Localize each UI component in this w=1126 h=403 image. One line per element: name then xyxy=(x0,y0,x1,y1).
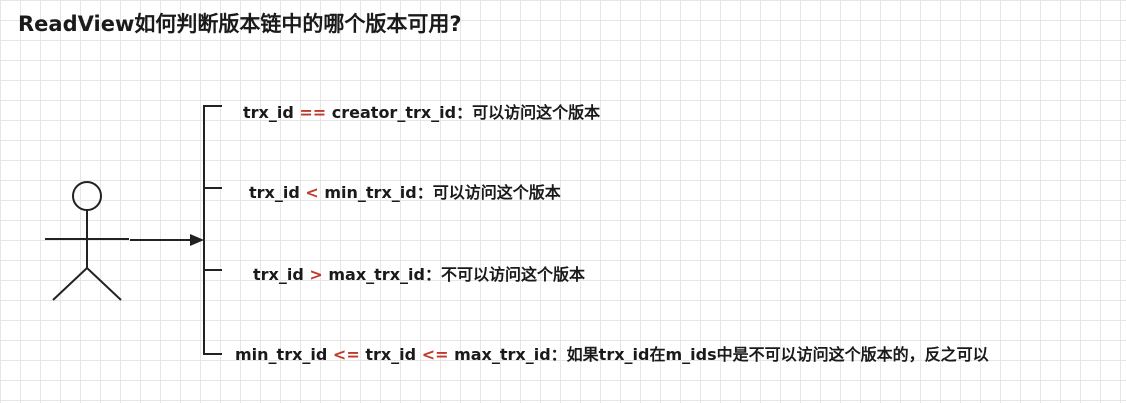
rule-operator: <= xyxy=(332,345,360,364)
rule-left: min_trx_id xyxy=(235,345,328,364)
rule-left: trx_id xyxy=(249,183,300,202)
rule-result: ：可以访问这个版本 xyxy=(416,183,561,202)
rule-greater-than-max: trx_id > max_trx_id：不可以访问这个版本 xyxy=(253,265,585,285)
rule-operator-2: <= xyxy=(421,345,449,364)
rule-result: ：不可以访问这个版本 xyxy=(424,265,585,284)
rule-operator: < xyxy=(305,183,319,202)
rule-equal-creator: trx_id == creator_trx_id：可以访问这个版本 xyxy=(243,103,600,123)
diagram-title: ReadView如何判断版本链中的哪个版本可用? xyxy=(18,12,462,36)
rule-operator: > xyxy=(309,265,323,284)
rule-right: min_trx_id xyxy=(324,183,417,202)
rule-right: max_trx_id xyxy=(328,265,425,284)
rule-result: ：可以访问这个版本 xyxy=(456,103,601,122)
rule-left: trx_id xyxy=(253,265,304,284)
arrow-right-icon xyxy=(130,234,204,246)
rule-right: creator_trx_id xyxy=(331,103,457,122)
rule-right: max_trx_id xyxy=(454,345,551,364)
rule-mid: trx_id xyxy=(365,345,417,364)
rule-between-min-max: min_trx_id <= trx_id <= max_trx_id：如果trx… xyxy=(235,345,989,365)
stick-figure-icon xyxy=(45,181,129,301)
rule-left: trx_id xyxy=(243,103,294,122)
rule-less-than-min: trx_id < min_trx_id：可以访问这个版本 xyxy=(249,183,561,203)
branch-bracket xyxy=(203,105,222,355)
rule-operator: == xyxy=(299,103,327,122)
rule-result: ：如果trx_id在m_ids中是不可以访问这个版本的，反之可以 xyxy=(550,345,989,364)
